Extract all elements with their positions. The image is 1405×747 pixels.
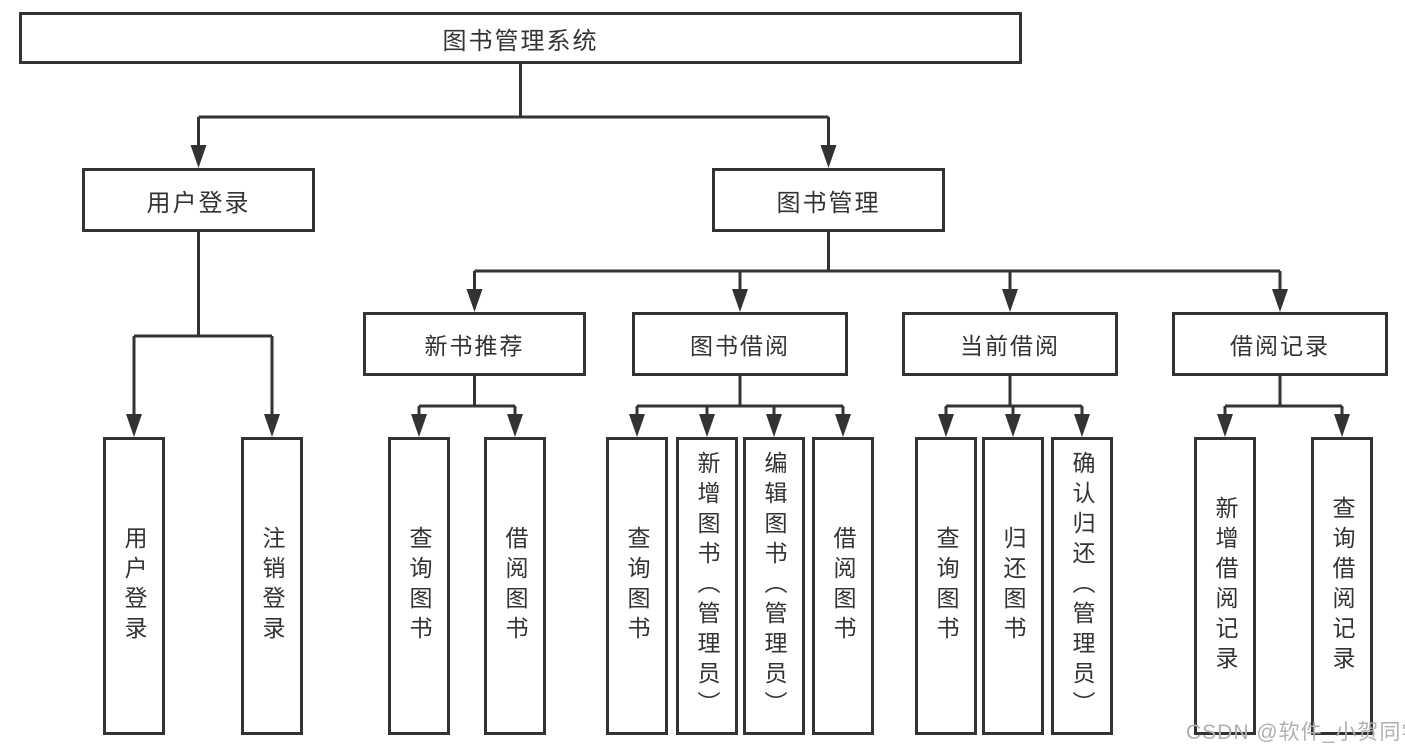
node-label: 新书推荐 [424,333,525,359]
node-root-library-system: 图书管理系统 [19,12,1022,64]
node-borrowing-records: 借阅记录 [1172,312,1388,376]
leaf-return-books: 归还图书 [982,437,1044,735]
leaf-add-books-admin: 新增图书（管理员） [676,437,738,735]
node-book-borrowing: 图书借阅 [632,312,848,376]
node-label: 查询图书 [933,526,959,646]
arrowhead-icon [264,414,280,437]
arrowhead-icon [466,289,483,312]
leaf-logout: 注销登录 [241,437,303,735]
leaf-add-borrow-record: 新增借阅记录 [1194,437,1256,735]
arrowhead-icon [411,414,427,437]
arrowhead-icon [190,145,207,168]
arrowhead-icon [766,414,782,437]
leaf-borrow-books-recommend: 借阅图书 [484,437,546,735]
arrowhead-icon [1334,414,1350,437]
node-new-book-recommendation: 新书推荐 [363,312,586,376]
node-label: 当前借阅 [960,333,1060,359]
leaf-borrow-books-borrowing: 借阅图书 [812,437,874,735]
node-label: 用户登录 [146,189,251,217]
leaf-query-books-recommend: 查询图书 [388,437,450,735]
node-user-login: 用户登录 [82,168,315,232]
arrowhead-icon [820,145,837,168]
node-current-borrowing: 当前借阅 [902,312,1118,376]
arrowhead-icon [1002,289,1018,312]
arrowhead-icon [1272,289,1288,312]
node-label: 新增借阅记录 [1212,496,1238,676]
csdn-watermark: CSDN @软件_小贺同学 [1186,721,1405,744]
node-label: 图书管理系统 [442,27,599,55]
arrowhead-icon [1005,414,1021,437]
node-label: 查询借阅记录 [1329,496,1355,676]
leaf-confirm-return-admin: 确认归还（管理员） [1051,437,1113,735]
arrowhead-icon [699,414,715,437]
arrowhead-icon [1074,414,1090,437]
arrowhead-icon [938,414,954,437]
arrowhead-icon [507,414,523,437]
node-label: 新增图书（管理员） [694,451,720,721]
node-label: 编辑图书（管理员） [761,451,787,721]
leaf-query-books-borrowing: 查询图书 [606,437,668,735]
arrowhead-icon [1217,414,1233,437]
node-label: 查询图书 [406,526,432,646]
node-label: 用户登录 [121,526,147,646]
leaf-query-borrow-record: 查询借阅记录 [1311,437,1373,735]
leaf-query-books-current: 查询图书 [915,437,977,735]
node-label: 归还图书 [1000,526,1026,646]
arrowhead-icon [732,289,748,312]
connector-path [132,64,1344,416]
leaf-edit-books-admin: 编辑图书（管理员） [743,437,805,735]
node-label: 注销登录 [259,526,285,646]
node-label: 借阅图书 [502,526,528,646]
node-label: 借阅记录 [1230,333,1330,359]
leaf-user-login: 用户登录 [103,437,165,735]
node-book-management: 图书管理 [712,168,945,232]
arrowhead-icon [126,414,142,437]
node-label: 图书借阅 [690,333,790,359]
node-label: 图书管理 [776,189,881,217]
arrowhead-icon [835,414,851,437]
node-label: 借阅图书 [830,526,856,646]
node-label: 查询图书 [624,526,650,646]
node-label: 确认归还（管理员） [1069,451,1095,721]
arrowhead-icon [629,414,645,437]
